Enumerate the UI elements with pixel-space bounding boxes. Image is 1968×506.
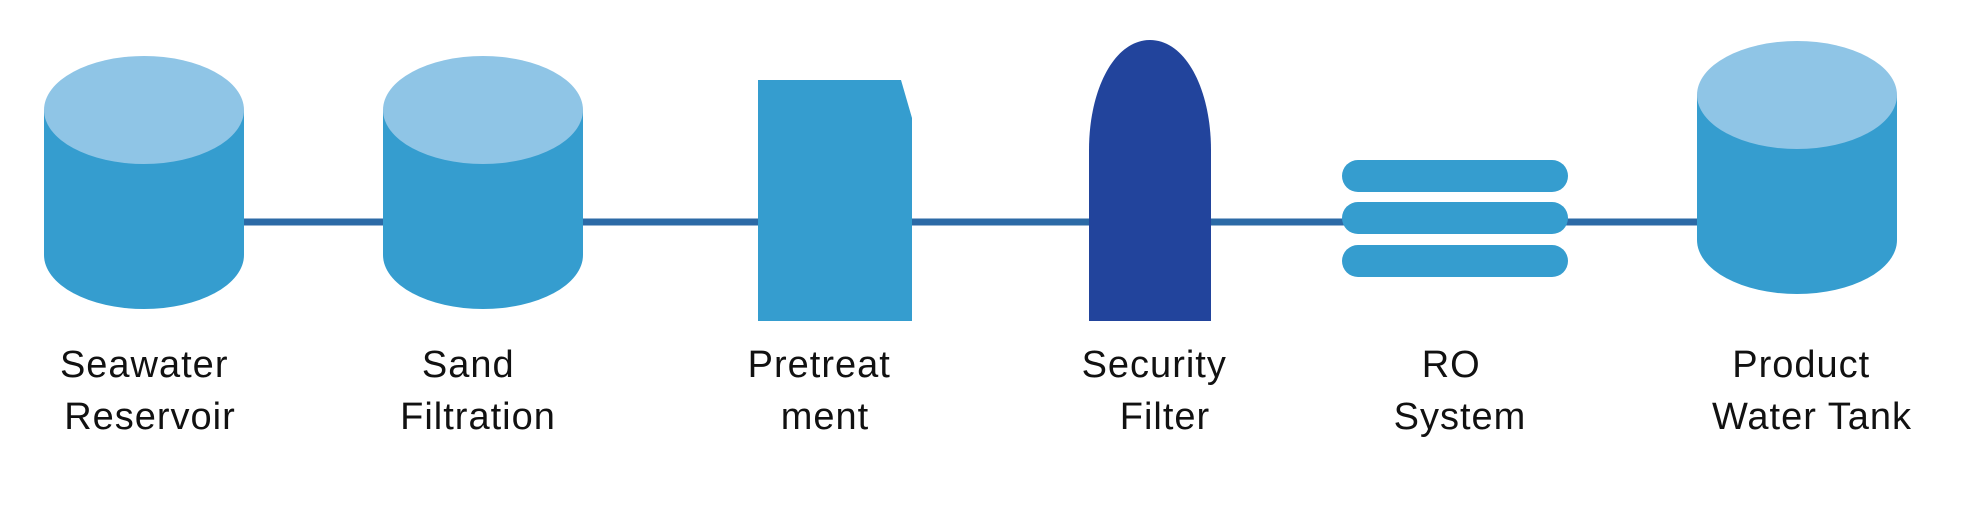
stage-product-water-tank: Product Water Tank bbox=[1697, 41, 1912, 438]
stage-label-line-2: Filtration bbox=[400, 396, 556, 438]
pretreatment-unit-icon bbox=[758, 80, 912, 321]
cylinder-tank-icon bbox=[44, 56, 244, 309]
stage-label-line-1: Sand bbox=[422, 344, 515, 386]
cartridge-filter-icon bbox=[1089, 40, 1211, 321]
svg-text:Seawater Reservoir: Seawater Reservoir bbox=[60, 344, 240, 438]
stage-sand-filtration: Sand Filtration bbox=[383, 56, 583, 438]
svg-text:Product Water Tank: Product Water Tank bbox=[1712, 344, 1912, 438]
svg-text:Sand Filtration: Sand Filtration bbox=[400, 344, 556, 438]
svg-text:RO System: RO System bbox=[1394, 344, 1527, 438]
stage-label-line-1: Pretreat bbox=[748, 344, 891, 386]
stage-label-line-1: Security bbox=[1082, 344, 1227, 386]
stage-label-line-1: Seawater bbox=[60, 344, 229, 386]
cylinder-tank-icon bbox=[1697, 41, 1897, 294]
membrane-stack-icon bbox=[1342, 160, 1568, 277]
stage-label-line-2: ment bbox=[781, 396, 869, 438]
stage-label-line-2: Filter bbox=[1120, 396, 1210, 438]
stage-label-line-1: RO bbox=[1422, 344, 1481, 386]
stage-label-line-1: Product bbox=[1732, 344, 1870, 386]
stage-security-filter: Security Filter bbox=[1082, 40, 1239, 438]
stage-pretreatment: Pretreat ment bbox=[748, 80, 912, 438]
stage-ro-system: RO System bbox=[1342, 160, 1568, 438]
stage-seawater-reservoir: Seawater Reservoir bbox=[44, 56, 244, 438]
cylinder-tank-icon bbox=[383, 56, 583, 309]
svg-text:Security Filter: Security Filter bbox=[1082, 344, 1239, 438]
stage-label-line-2: System bbox=[1394, 396, 1527, 438]
stage-label-line-2: Reservoir bbox=[64, 396, 236, 438]
stage-label-line-2: Water Tank bbox=[1712, 396, 1912, 438]
svg-text:Pretreat ment: Pretreat ment bbox=[748, 344, 903, 438]
